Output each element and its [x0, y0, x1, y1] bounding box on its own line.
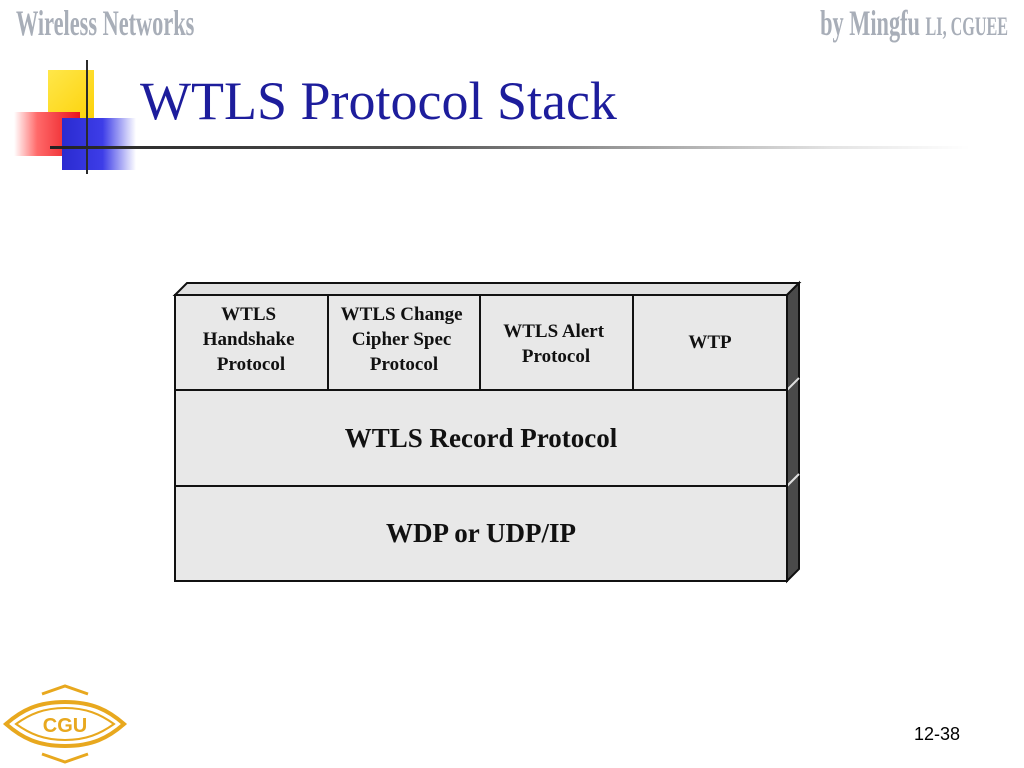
- stack-side-face: [786, 280, 800, 584]
- alert-protocol-box: [479, 294, 634, 391]
- slide-number: 12-38: [913, 724, 960, 744]
- title-underline: [50, 146, 970, 149]
- university-logo: CGU: [2, 684, 128, 764]
- svg-text:CGU: CGU: [43, 715, 87, 737]
- transport-layer-label: WDP or UDP/IP: [386, 518, 576, 548]
- header-course-title: Wireless Networks: [16, 3, 195, 43]
- slide-title: WTLS Protocol Stack: [140, 71, 617, 131]
- record-protocol-label: WTLS Record Protocol: [345, 423, 618, 453]
- handshake-protocol-label: WTLS Handshake Protocol: [203, 304, 300, 375]
- header-author-affiliation: LI, CGUEE: [925, 12, 1008, 41]
- decorative-blue-square: [62, 118, 136, 170]
- change-cipher-spec-protocol-box: [327, 294, 481, 391]
- change-cipher-spec-protocol-label: WTLS Change Cipher Spec Protocol: [341, 304, 468, 375]
- handshake-protocol-box: [174, 294, 329, 391]
- header-author: by Mingfu LI, CGUEE: [820, 2, 1008, 44]
- decorative-vertical-line: [86, 60, 88, 174]
- stack-top-face: [172, 282, 802, 296]
- transport-layer-box: [174, 485, 788, 582]
- wtp-label: WTP: [688, 332, 732, 353]
- alert-protocol-label: WTLS Alert Protocol: [503, 321, 609, 367]
- header-author-name: by Mingfu: [820, 3, 921, 43]
